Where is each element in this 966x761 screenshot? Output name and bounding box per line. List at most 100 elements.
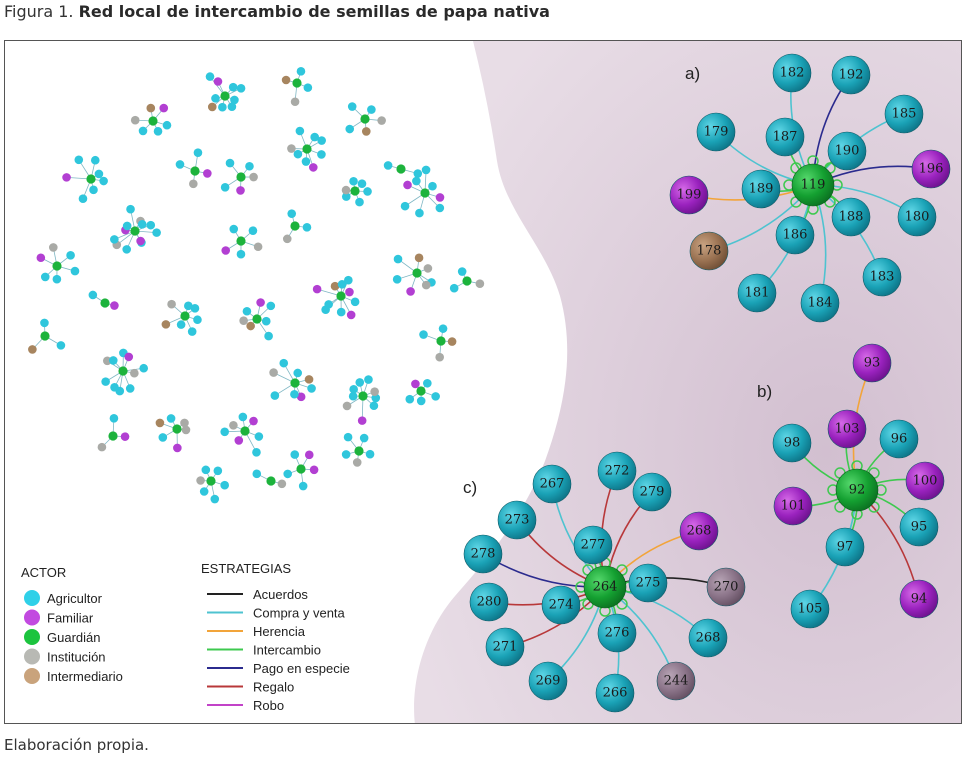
overview-node — [364, 375, 373, 384]
overview-node — [175, 160, 185, 169]
overview-hub-node — [180, 311, 190, 321]
overview-node — [236, 186, 245, 195]
node-institución — [656, 661, 696, 701]
legend-actor-swatch — [24, 668, 40, 684]
node-agricultor — [528, 661, 568, 701]
node-label: 189 — [749, 182, 774, 197]
overview-node — [138, 126, 148, 136]
overview-node — [290, 389, 299, 399]
node-agricultor — [497, 500, 537, 540]
legend-actor-swatch — [24, 590, 40, 606]
node-label: 185 — [892, 107, 917, 122]
node-label: 278 — [471, 547, 496, 562]
overview-node — [125, 384, 135, 393]
overview-node — [220, 182, 230, 192]
node-label: 180 — [905, 210, 930, 225]
overview-hub-node — [220, 91, 230, 101]
overview-node — [416, 396, 426, 406]
node-agricultor — [899, 507, 939, 547]
panel-label-a: a) — [685, 64, 700, 83]
node-label: 181 — [745, 286, 770, 301]
overview-cluster — [449, 267, 485, 293]
overview-hub-node — [236, 236, 246, 246]
overview-cluster — [101, 348, 149, 396]
node-label: 272 — [605, 464, 630, 479]
overview-node — [261, 316, 271, 326]
node-agricultor — [541, 585, 581, 625]
figure-caption: Figura 1. Red local de intercambio de se… — [4, 2, 550, 21]
node-label: 187 — [773, 130, 798, 145]
node-agricultor — [884, 94, 924, 134]
overview-node — [126, 204, 135, 214]
node-agricultor — [573, 525, 613, 565]
overview-node — [348, 391, 358, 401]
overview-node — [180, 418, 189, 428]
node-agricultor — [469, 582, 509, 622]
legend-strategy-label: Pago en especie — [253, 661, 350, 676]
legend-actor-title: ACTOR — [21, 565, 66, 580]
node-label: 178 — [697, 244, 722, 259]
node-label: 275 — [636, 576, 661, 591]
overview-cluster — [281, 67, 313, 107]
overview-node — [228, 82, 238, 92]
overview-node — [249, 172, 258, 182]
node-agricultor — [831, 55, 871, 95]
overview-node — [405, 394, 415, 404]
overview-hub-node — [360, 114, 370, 124]
node-label: 101 — [781, 499, 806, 514]
overview-node — [122, 245, 132, 254]
overview-node — [122, 221, 132, 231]
node-agricultor — [772, 53, 812, 93]
overview-node — [242, 306, 252, 316]
purple-background-region — [414, 41, 961, 723]
overview-node — [101, 377, 110, 386]
overview-node — [421, 165, 431, 175]
node-label: 103 — [835, 422, 860, 437]
overview-node — [210, 494, 220, 504]
overview-cluster — [88, 290, 119, 310]
node-label: 192 — [839, 68, 864, 83]
overview-node — [419, 330, 428, 339]
overview-node — [158, 433, 168, 442]
overview-node — [307, 384, 316, 393]
overview-hub-node — [350, 186, 360, 196]
overview-node — [146, 220, 156, 230]
overview-node — [310, 132, 319, 142]
node-familiar — [911, 149, 951, 189]
overview-node — [155, 418, 165, 428]
overview-node — [296, 67, 306, 76]
node-familiar — [905, 461, 945, 501]
overview-node — [201, 465, 211, 475]
overview-hub-node — [172, 424, 182, 434]
overview-hub-node — [416, 386, 426, 396]
overview-cluster — [110, 204, 161, 254]
overview-node — [357, 179, 367, 189]
node-agricultor — [825, 527, 865, 567]
node-label: 105 — [798, 602, 823, 617]
overview-node — [336, 307, 346, 317]
overview-cluster — [205, 72, 246, 112]
node-label: 100 — [913, 474, 938, 489]
overview-node — [234, 436, 244, 445]
overview-cluster — [220, 412, 264, 457]
overview-node — [269, 368, 278, 377]
node-label: 273 — [505, 513, 530, 528]
overview-hub-node — [252, 314, 262, 324]
overview-node — [287, 209, 297, 218]
overview-node — [199, 487, 209, 496]
legend-actor-swatch — [24, 609, 40, 626]
node-label: 95 — [911, 520, 928, 535]
overview-node — [303, 83, 313, 92]
overview-node — [435, 203, 445, 213]
overview-node — [350, 297, 360, 307]
overview-node — [110, 382, 119, 392]
overview-node — [88, 290, 98, 300]
overview-node — [109, 413, 119, 423]
overview-node — [167, 299, 176, 309]
overview-node — [152, 228, 161, 237]
overview-node — [220, 480, 229, 490]
overview-node — [342, 401, 352, 411]
